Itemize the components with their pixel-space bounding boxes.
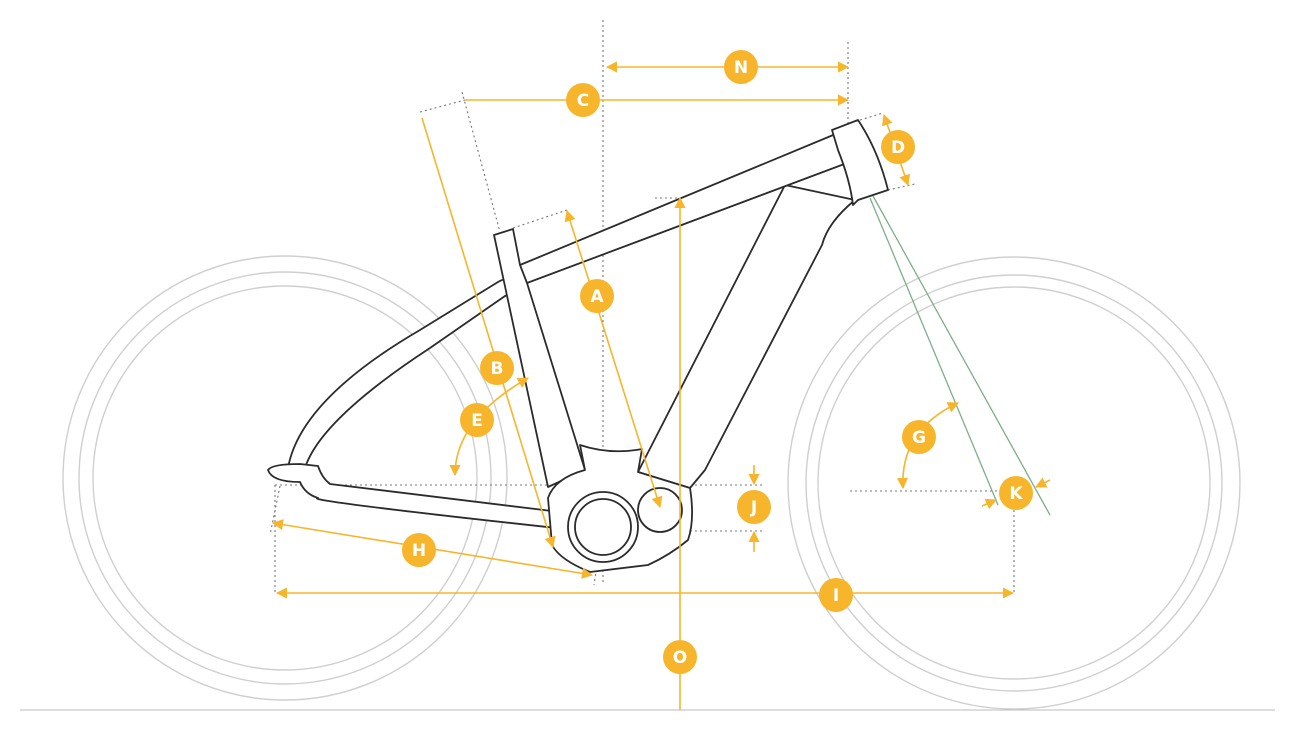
label-b: B (480, 351, 514, 385)
dim-b-line (421, 117, 556, 549)
svg-text:C: C (577, 91, 589, 111)
label-d: D (881, 130, 915, 164)
label-a: A (580, 279, 614, 313)
dim-a-line (564, 209, 663, 509)
label-n: N (724, 50, 758, 84)
label-h: H (402, 533, 436, 567)
label-i: I (819, 578, 853, 612)
dimension-lines (271, 61, 1051, 710)
dim-k-left (981, 498, 998, 510)
dim-k-right (1034, 477, 1051, 488)
head-tube (831, 119, 889, 206)
svg-text:I: I (833, 586, 839, 606)
svg-text:N: N (734, 58, 748, 78)
label-o: O (663, 640, 697, 674)
bottom-bracket-outer (567, 491, 639, 563)
svg-text:A: A (590, 287, 604, 307)
motor-gear (637, 487, 683, 533)
bike-frame (267, 119, 889, 573)
label-g: G (902, 420, 936, 454)
seat-tube (493, 228, 586, 488)
svg-text:K: K (1009, 484, 1023, 504)
fork-lines (869, 195, 1051, 516)
svg-text:G: G (912, 428, 926, 448)
svg-text:O: O (673, 648, 687, 668)
svg-text:J: J (750, 498, 757, 518)
svg-text:H: H (412, 541, 426, 561)
rear-wheel (62, 255, 508, 701)
label-e: E (460, 403, 494, 437)
front-wheel (787, 256, 1241, 710)
chain-stay (267, 463, 561, 529)
label-j: J (737, 490, 771, 524)
svg-text:D: D (891, 138, 905, 158)
svg-text:B: B (491, 359, 504, 379)
label-k: K (999, 476, 1033, 510)
svg-text:E: E (471, 411, 483, 431)
label-c: C (566, 83, 600, 117)
